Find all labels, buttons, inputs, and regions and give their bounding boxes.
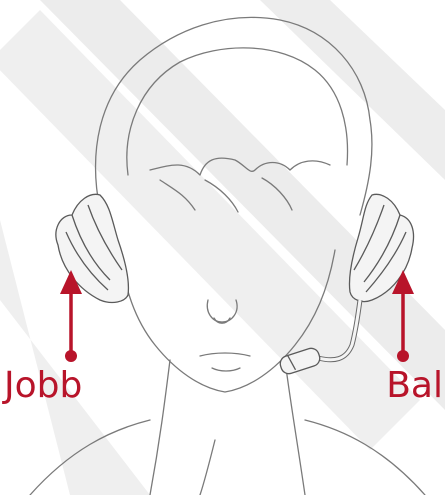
label-right-ear: Jobb (4, 364, 82, 408)
label-left-ear: Bal (386, 364, 443, 408)
